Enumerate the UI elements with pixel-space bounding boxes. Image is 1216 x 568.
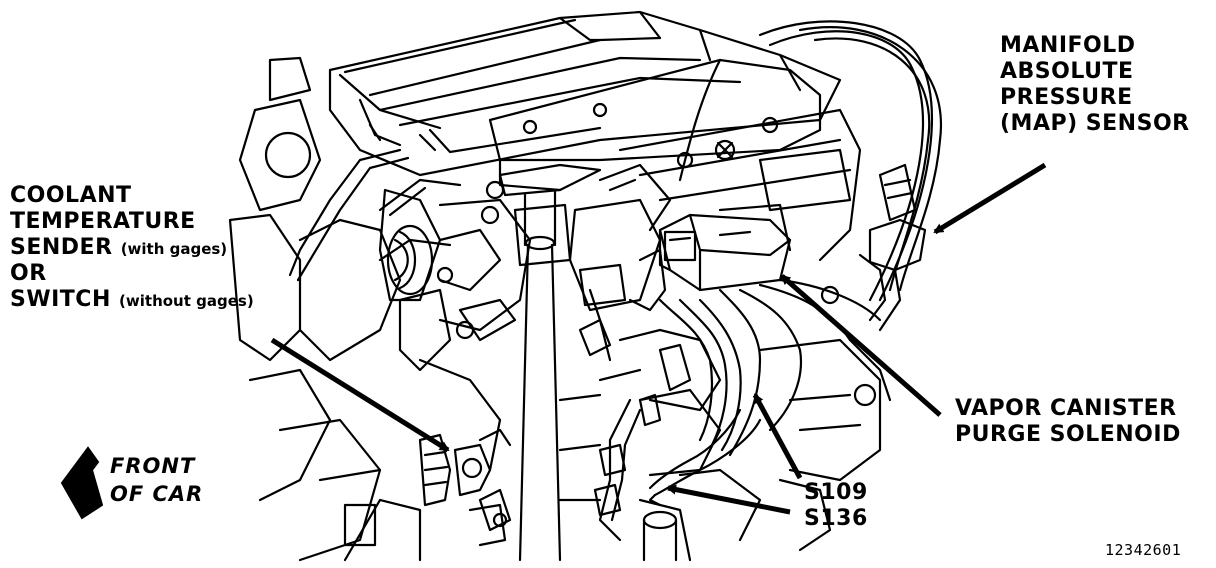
center-components [568, 163, 762, 562]
coolant-label-line2: TEMPERATURE [10, 208, 196, 234]
map-label-line3: PRESSURE [1000, 84, 1133, 110]
map-label-line1: MANIFOLD [1000, 33, 1136, 58]
coolant-label-line1: COOLANT [10, 183, 132, 208]
vapor-canister-label: VAPOR CANISTER PURGE SOLENOID [955, 396, 1181, 448]
front-label-line2: OF CAR [110, 482, 204, 507]
callout-arrows [270, 162, 1047, 515]
dipstick-tube [498, 163, 602, 562]
coolant-label-line5: SWITCH (without gages) [10, 287, 254, 313]
front-of-car-label: FRONT OF CAR [110, 452, 203, 509]
purge-solenoid [628, 213, 792, 312]
coolant-sender-word: SENDER [10, 234, 113, 260]
coolant-sender-arrow [270, 337, 450, 453]
splice-label: S109 S136 [804, 480, 868, 532]
vacuum-hoses [678, 20, 943, 302]
coolant-label-line3: SENDER (with gages) [10, 235, 254, 261]
map-sensor [858, 163, 927, 332]
figure-number: 12342601 [1105, 541, 1182, 559]
vapor-canister-arrow [780, 274, 942, 417]
splice-s136: S136 [804, 505, 868, 531]
coolant-sender [418, 428, 512, 547]
wiring-harness [593, 278, 892, 542]
coolant-label-line4: OR [10, 260, 47, 286]
s109-arrow [752, 393, 803, 480]
splice-s109: S109 [804, 480, 868, 505]
vapor-label-line2: PURGE SOLENOID [955, 421, 1181, 447]
front-label-line1: FRONT [110, 454, 196, 478]
with-gages-note: (with gages) [120, 239, 228, 258]
throttle-body [288, 148, 532, 342]
intake-manifold [488, 58, 862, 262]
map-label-line4: (MAP) SENSOR [1000, 110, 1190, 136]
coolant-switch-word: SWITCH [10, 286, 111, 312]
coolant-sender-label: COOLANT TEMPERATURE SENDER (with gages) … [10, 183, 254, 313]
lower-block [558, 338, 882, 552]
front-of-car-arrow [60, 446, 104, 520]
s136-arrow [666, 484, 791, 515]
without-gages-note: (without gages) [119, 291, 254, 310]
vapor-label-line1: VAPOR CANISTER [955, 396, 1177, 421]
engine-block-left [228, 56, 502, 562]
valve-cover [328, 10, 842, 177]
map-sensor-arrow [933, 162, 1047, 235]
map-sensor-label: MANIFOLD ABSOLUTE PRESSURE (MAP) SENSOR [1000, 33, 1190, 137]
map-label-line2: ABSOLUTE [1000, 58, 1134, 84]
